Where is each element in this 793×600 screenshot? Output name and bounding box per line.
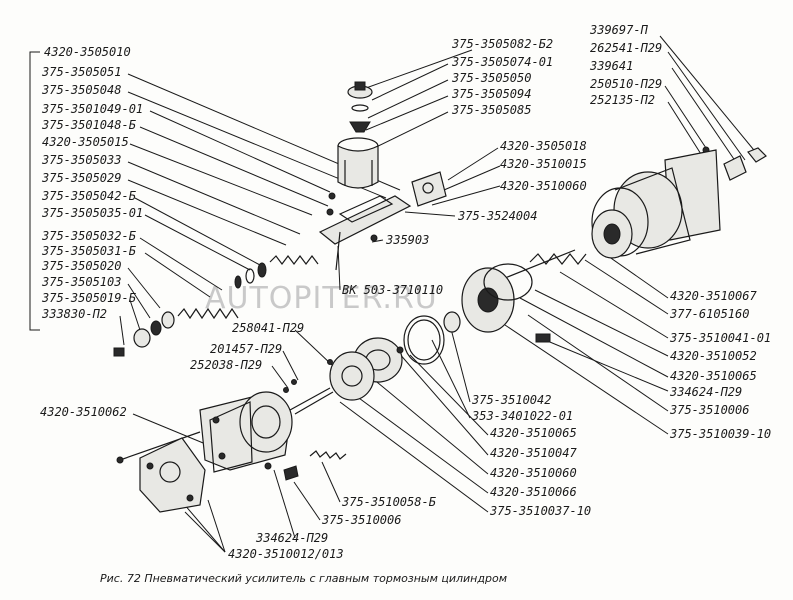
part-label: 4320-3510065 [670, 369, 757, 383]
part-label: 377-6105160 [669, 307, 749, 321]
part-label: 4320-3510047 [490, 446, 577, 460]
part-label: ВК 503-3710110 [342, 283, 443, 297]
part-label: 375-3505029 [41, 171, 121, 185]
part-label: 375-3505020 [41, 259, 121, 273]
part-label: 334624-П29 [255, 531, 328, 545]
part-label: 4320-3510065 [490, 426, 577, 440]
part-label: 375-3510042 [471, 393, 551, 407]
part-label: 334624-П29 [669, 385, 742, 399]
part-label: 262541-П29 [590, 41, 662, 55]
seal-rings [329, 315, 445, 401]
part-label: 335903 [385, 233, 429, 247]
part-label: 4320-3510062 [40, 405, 127, 419]
figure-caption: Рис. 72 Пневматический усилитель с главн… [100, 572, 507, 585]
part-label: 4320-3510066 [490, 485, 577, 499]
booster-rear-housing [591, 149, 721, 259]
part-labels: 4320-3505010 375-3505051 375-3505048 375… [40, 23, 771, 561]
part-label: 4320-3505010 [44, 45, 131, 59]
part-label: 375-3505094 [451, 87, 531, 101]
part-label: 375-3510058-Б [341, 495, 437, 509]
part-label: 258041-П29 [232, 321, 304, 335]
watermark: AUTOPITER.RU [205, 281, 438, 316]
reservoir-assembly [337, 81, 379, 189]
part-label: 375-3505019-Б [41, 291, 137, 305]
part-label: 375-3505033 [41, 153, 121, 167]
part-label: 4320-3510060 [500, 179, 587, 193]
small-parts-bottom [264, 359, 347, 481]
part-label: 375-3505031-Б [41, 244, 137, 258]
diaphragm-piston [443, 249, 587, 343]
part-label: 201457-П29 [210, 342, 282, 356]
part-label: 4320-3505015 [42, 135, 129, 149]
part-label: 375-3505082-Б2 [451, 37, 553, 51]
part-label: 252135-П2 [590, 93, 655, 107]
part-label: 339641 [589, 59, 633, 73]
part-label: 375-3510006 [321, 513, 401, 527]
part-label: 375-3505042-Б [41, 189, 137, 203]
part-label: 4320-3510015 [500, 157, 587, 171]
part-label: 375-3510041-01 [669, 331, 771, 345]
piston-spring-chain [113, 255, 319, 357]
part-label: 333830-П2 [41, 307, 107, 321]
part-label: 4320-3510052 [670, 349, 757, 363]
part-label: 353-3401022-01 [471, 409, 573, 423]
leader-lines [119, 35, 759, 553]
part-label: 250510-П29 [590, 77, 662, 91]
part-label: 375-3510006 [669, 403, 749, 417]
booster-front-housing [199, 387, 334, 473]
part-label: 375-3510037-10 [489, 504, 591, 518]
rod-and-flange [116, 431, 206, 513]
part-label: 375-3510039-10 [669, 427, 771, 441]
part-label: 252038-П29 [190, 358, 262, 372]
part-label: 375-3505050 [451, 71, 531, 85]
fasteners-top-right [702, 146, 767, 181]
part-label: 339697-П [589, 23, 649, 37]
part-label: 4320-3510067 [670, 289, 757, 303]
part-label: 375-3501048-Б [41, 118, 137, 132]
master-cylinder-body [318, 171, 447, 271]
part-label: 375-3505085 [451, 103, 531, 117]
part-label: 375-3505032-Б [41, 229, 137, 243]
part-label: 4320-3510012/013 [228, 547, 344, 561]
part-label: 375-3524004 [457, 209, 537, 223]
group-bracket [29, 51, 40, 331]
part-label: 375-3505035-01 [41, 206, 143, 220]
part-label: 4320-3510060 [490, 466, 577, 480]
part-label: 375-3505074-01 [451, 55, 553, 69]
part-label: 4320-3505018 [500, 139, 587, 153]
parts [113, 81, 767, 513]
part-label: 375-3501049-01 [41, 102, 143, 116]
part-label: 375-3505048 [41, 83, 121, 97]
part-label: 375-3505103 [41, 275, 121, 289]
part-label: 375-3505051 [41, 65, 121, 79]
